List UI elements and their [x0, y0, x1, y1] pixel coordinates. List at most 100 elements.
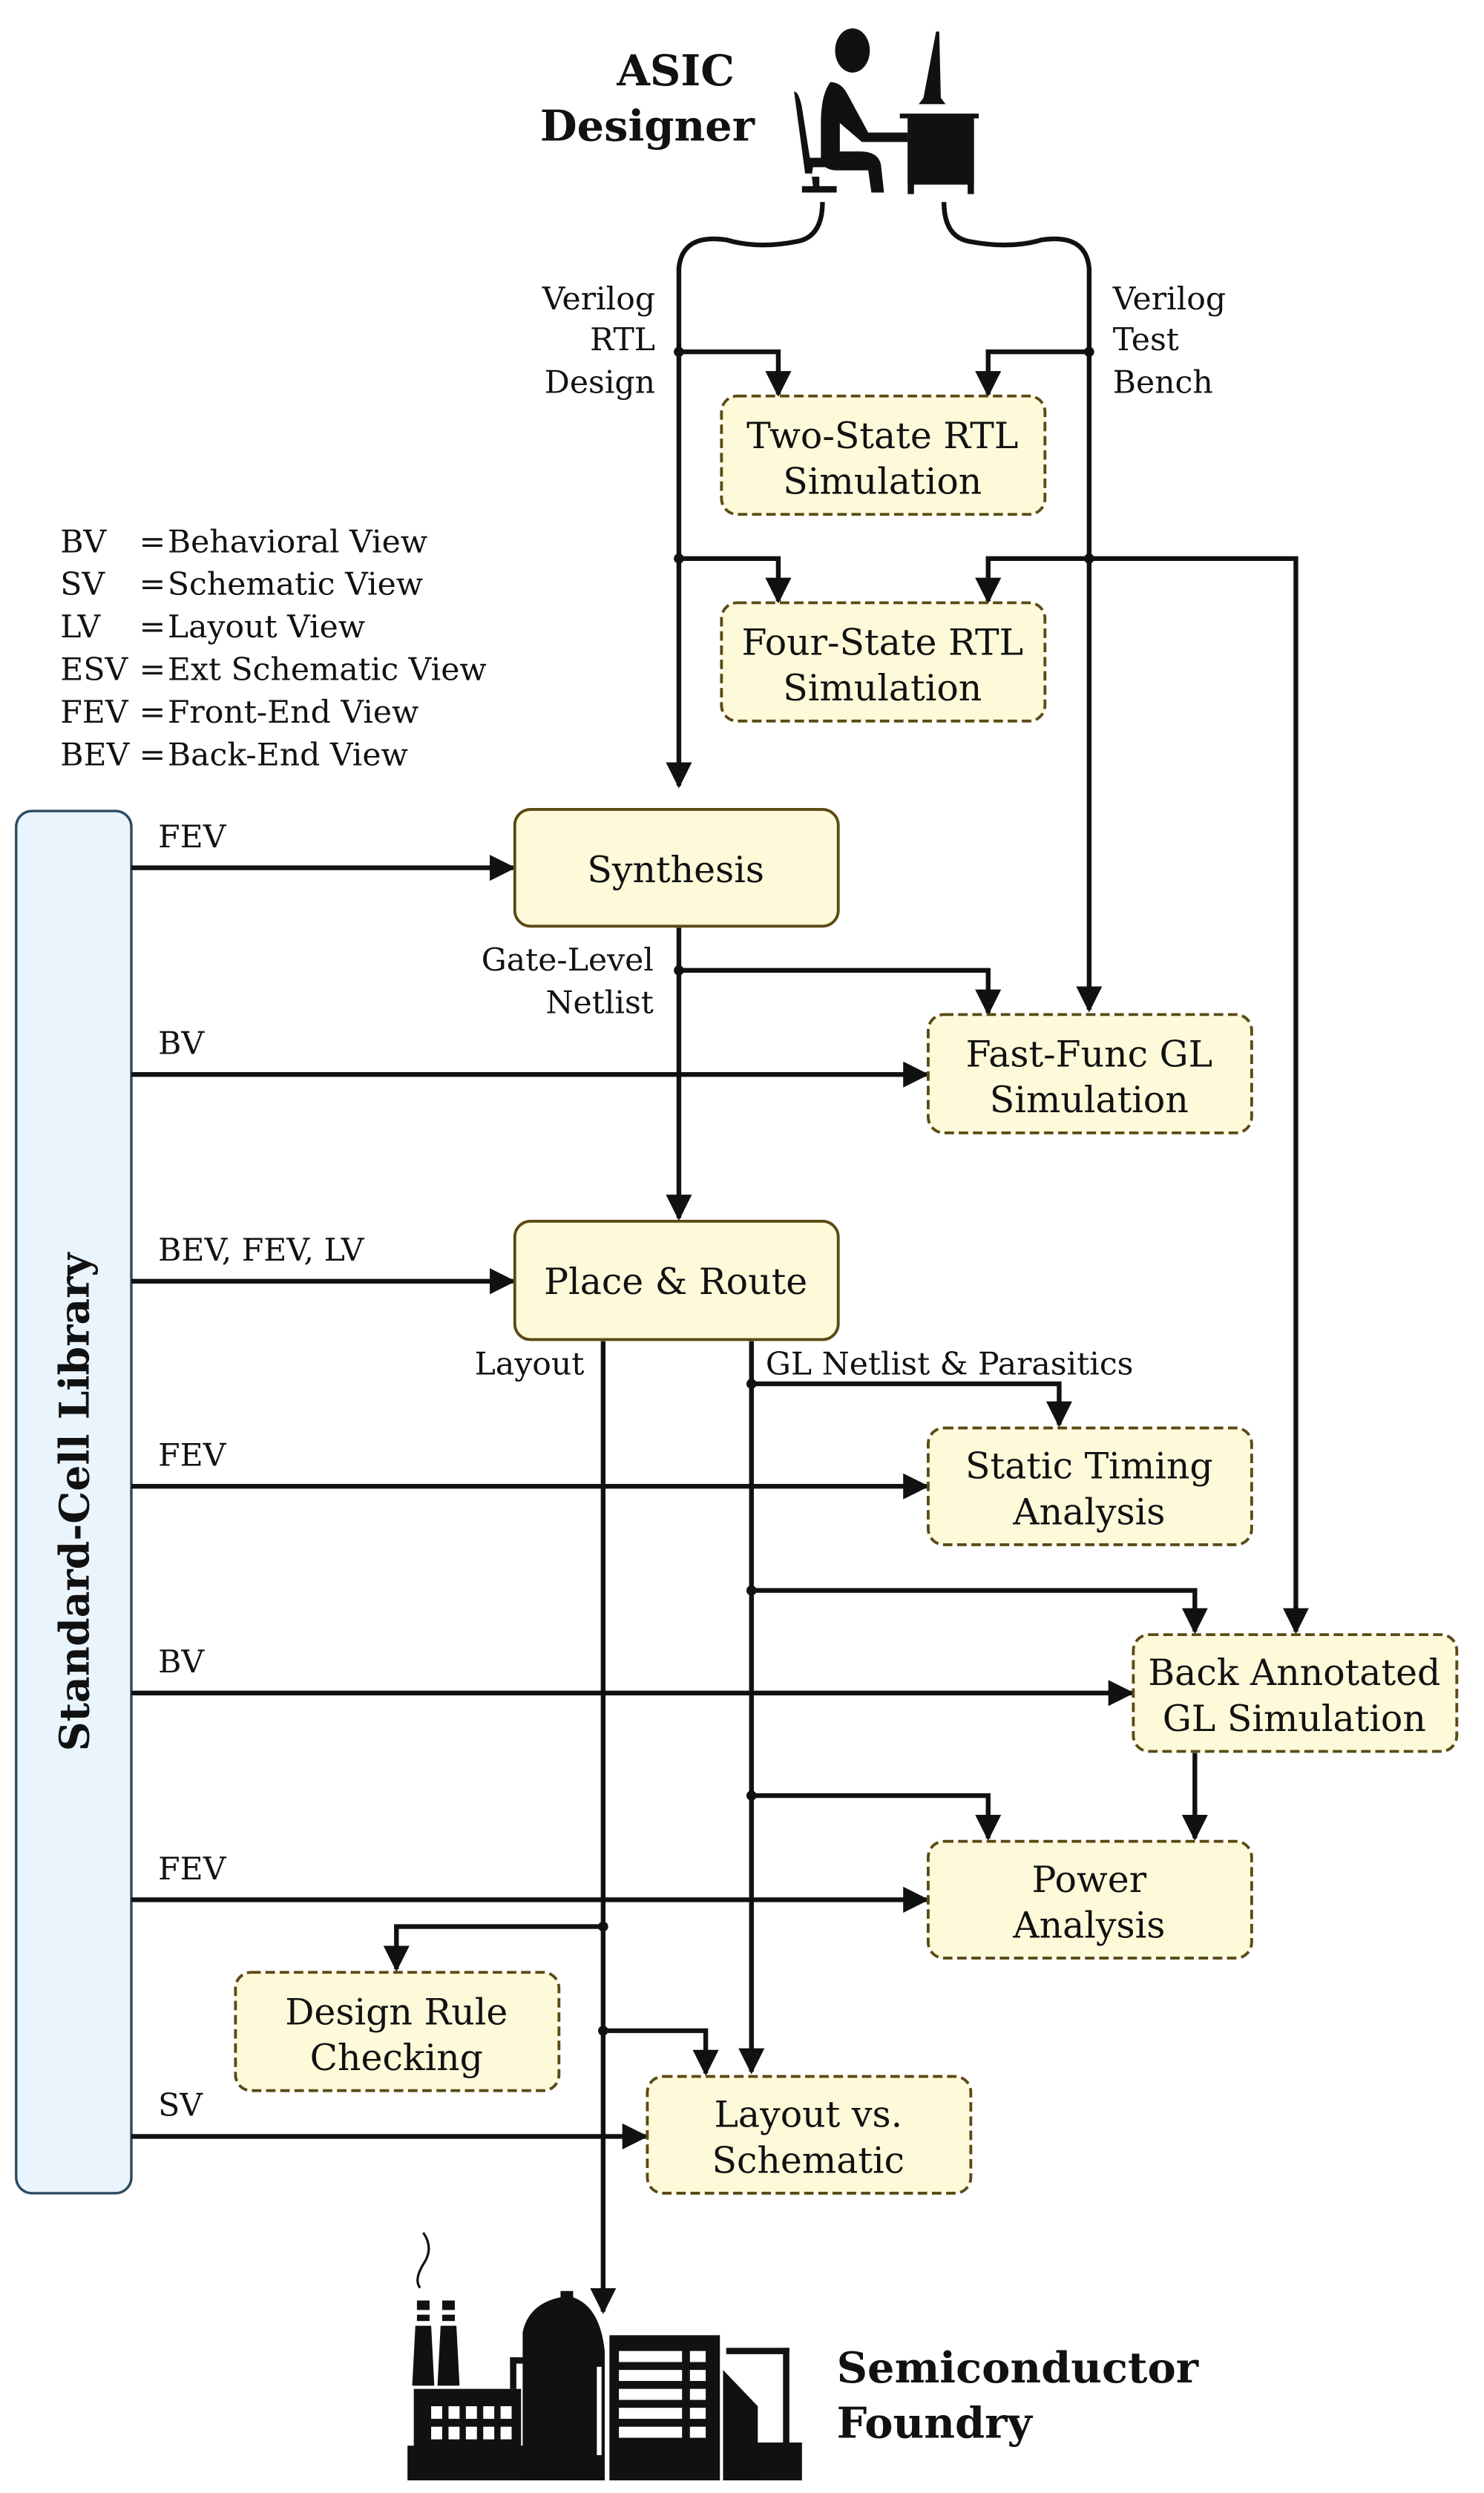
rtl-label-line3: Design [545, 365, 655, 401]
place-route-box: Place & Route [513, 1220, 840, 1341]
junction [746, 1585, 757, 1596]
standard-cell-library [15, 809, 133, 2195]
legend-eq: = [139, 567, 166, 603]
two-state-rtl-simulation-box: Two-State RTL Simulation [720, 394, 1047, 516]
legend-item-bev: BEV = Back-End View [60, 737, 408, 773]
rtl-to-two-state [678, 349, 792, 398]
box-label: Place & Route [544, 1261, 807, 1303]
legend-meaning: Back-End View [168, 737, 408, 773]
netlist-to-fast-func [678, 968, 1002, 1016]
parasitics-to-back-annotated [751, 1588, 1208, 1635]
legend-abbr: BV [60, 524, 107, 560]
junction [1084, 554, 1094, 564]
designer-title-line2: Designer [540, 100, 755, 151]
box-label: Four-State RTL [741, 622, 1023, 664]
legend-meaning: Schematic View [168, 567, 423, 603]
box-label: Static Timing [965, 1445, 1213, 1488]
legend-abbr: SV [60, 567, 105, 603]
legend-eq: = [139, 524, 166, 560]
gate-level-label-line1: Gate-Level [482, 942, 654, 979]
power-analysis-box: Power Analysis [927, 1839, 1253, 1960]
layout-vs-schematic-box: Layout vs. Schematic [646, 2075, 973, 2195]
junction [1084, 346, 1094, 358]
box-label: Simulation [990, 1079, 1189, 1121]
tb-label-line3: Bench [1113, 365, 1213, 401]
junction [746, 1379, 757, 1389]
tb-to-four-state [975, 556, 1089, 604]
junction [674, 346, 684, 358]
tb-to-back-annotated [1089, 556, 1309, 1635]
legend-abbr: LV [60, 609, 101, 646]
design-rule-checking-box: Design Rule Checking [234, 1971, 561, 2092]
legend-eq: = [139, 737, 166, 773]
box-label: Checking [310, 2037, 483, 2079]
junction [598, 1921, 608, 1932]
rtl-wire [666, 202, 825, 789]
designer-title-line1: ASIC [616, 45, 735, 96]
box-label: Design Rule [285, 1991, 508, 2033]
legend-eq: = [139, 609, 166, 646]
legend-eq: = [139, 694, 166, 731]
rtl-label-line1: Verilog [542, 281, 655, 318]
legend-item-esv: ESV = Ext Schematic View [60, 652, 486, 689]
junction [674, 554, 684, 564]
foundry-title-line1: Semiconductor [837, 2342, 1199, 2393]
legend-item-fev: FEV = Front-End View [60, 694, 418, 731]
box-label: Layout vs. [714, 2094, 902, 2136]
junction [674, 965, 684, 976]
legend-eq: = [139, 652, 166, 689]
layout-label: Layout [475, 1346, 585, 1382]
box-label: Power [1032, 1859, 1147, 1901]
legend-meaning: Front-End View [168, 694, 419, 731]
legend-meaning: Layout View [168, 609, 365, 646]
view-label-fast-func: BV [158, 1026, 205, 1062]
view-label-back-annotated: BV [158, 1644, 205, 1681]
view-label-place-route: BEV, FEV, LV [158, 1232, 365, 1269]
foundry-title-line2: Foundry [837, 2398, 1034, 2448]
gl-parasitics-label: GL Netlist & Parasitics [766, 1346, 1134, 1382]
tb-label-line2: Test [1113, 322, 1179, 358]
parasitics-to-sta [751, 1381, 1072, 1428]
view-label-sta: FEV [158, 1438, 227, 1474]
legend-abbr: BEV [60, 737, 130, 773]
legend-abbr: ESV [60, 652, 128, 689]
legend-item-bv: BV = Behavioral View [60, 524, 427, 560]
gate-level-label-line2: Netlist [545, 985, 654, 1021]
legend-abbr: FEV [60, 694, 129, 731]
box-label: Simulation [783, 461, 982, 503]
box-label: Back Annotated [1148, 1652, 1440, 1694]
rtl-to-four-state [678, 556, 792, 604]
rtl-label-line2: RTL [590, 322, 655, 358]
synthesis-box: Synthesis [513, 808, 840, 928]
tb-label-line1: Verilog [1112, 281, 1226, 318]
box-label: Analysis [1012, 1904, 1165, 1946]
legend-meaning: Ext Schematic View [168, 652, 487, 689]
layout-to-lvs [603, 2028, 719, 2076]
junction [746, 1790, 757, 1801]
back-annotated-gl-simulation-box: Back Annotated GL Simulation [1132, 1633, 1459, 1753]
parasitics-to-power [751, 1793, 1002, 1841]
semiconductor-foundry-icon [407, 2232, 802, 2480]
box-label: GL Simulation [1163, 1698, 1426, 1740]
four-state-rtl-simulation-box: Four-State RTL Simulation [720, 601, 1047, 723]
view-label-power: FEV [158, 1851, 227, 1888]
box-label: Two-State RTL [746, 415, 1018, 457]
legend-item-lv: LV = Layout View [60, 609, 365, 646]
box-label: Analysis [1012, 1491, 1165, 1533]
tb-to-two-state [975, 349, 1089, 398]
static-timing-analysis-box: Static Timing Analysis [927, 1426, 1253, 1546]
layout-to-drc [383, 1924, 603, 1972]
box-label: Fast-Func GL [966, 1034, 1212, 1076]
view-label-lvs: SV [158, 2088, 203, 2124]
legend: BV = Behavioral View SV = Schematic View… [60, 524, 486, 773]
view-label-synthesis: FEV [158, 819, 227, 855]
testbench-wire [942, 202, 1103, 1013]
fast-func-gl-simulation-box: Fast-Func GL Simulation [927, 1013, 1253, 1134]
asic-designer-icon [794, 28, 979, 194]
junction [598, 2026, 608, 2036]
box-label: Synthesis [587, 849, 764, 891]
legend-item-sv: SV = Schematic View [60, 567, 423, 603]
legend-meaning: Behavioral View [168, 524, 427, 560]
library-label: Standard-Cell Library [51, 1252, 99, 1752]
